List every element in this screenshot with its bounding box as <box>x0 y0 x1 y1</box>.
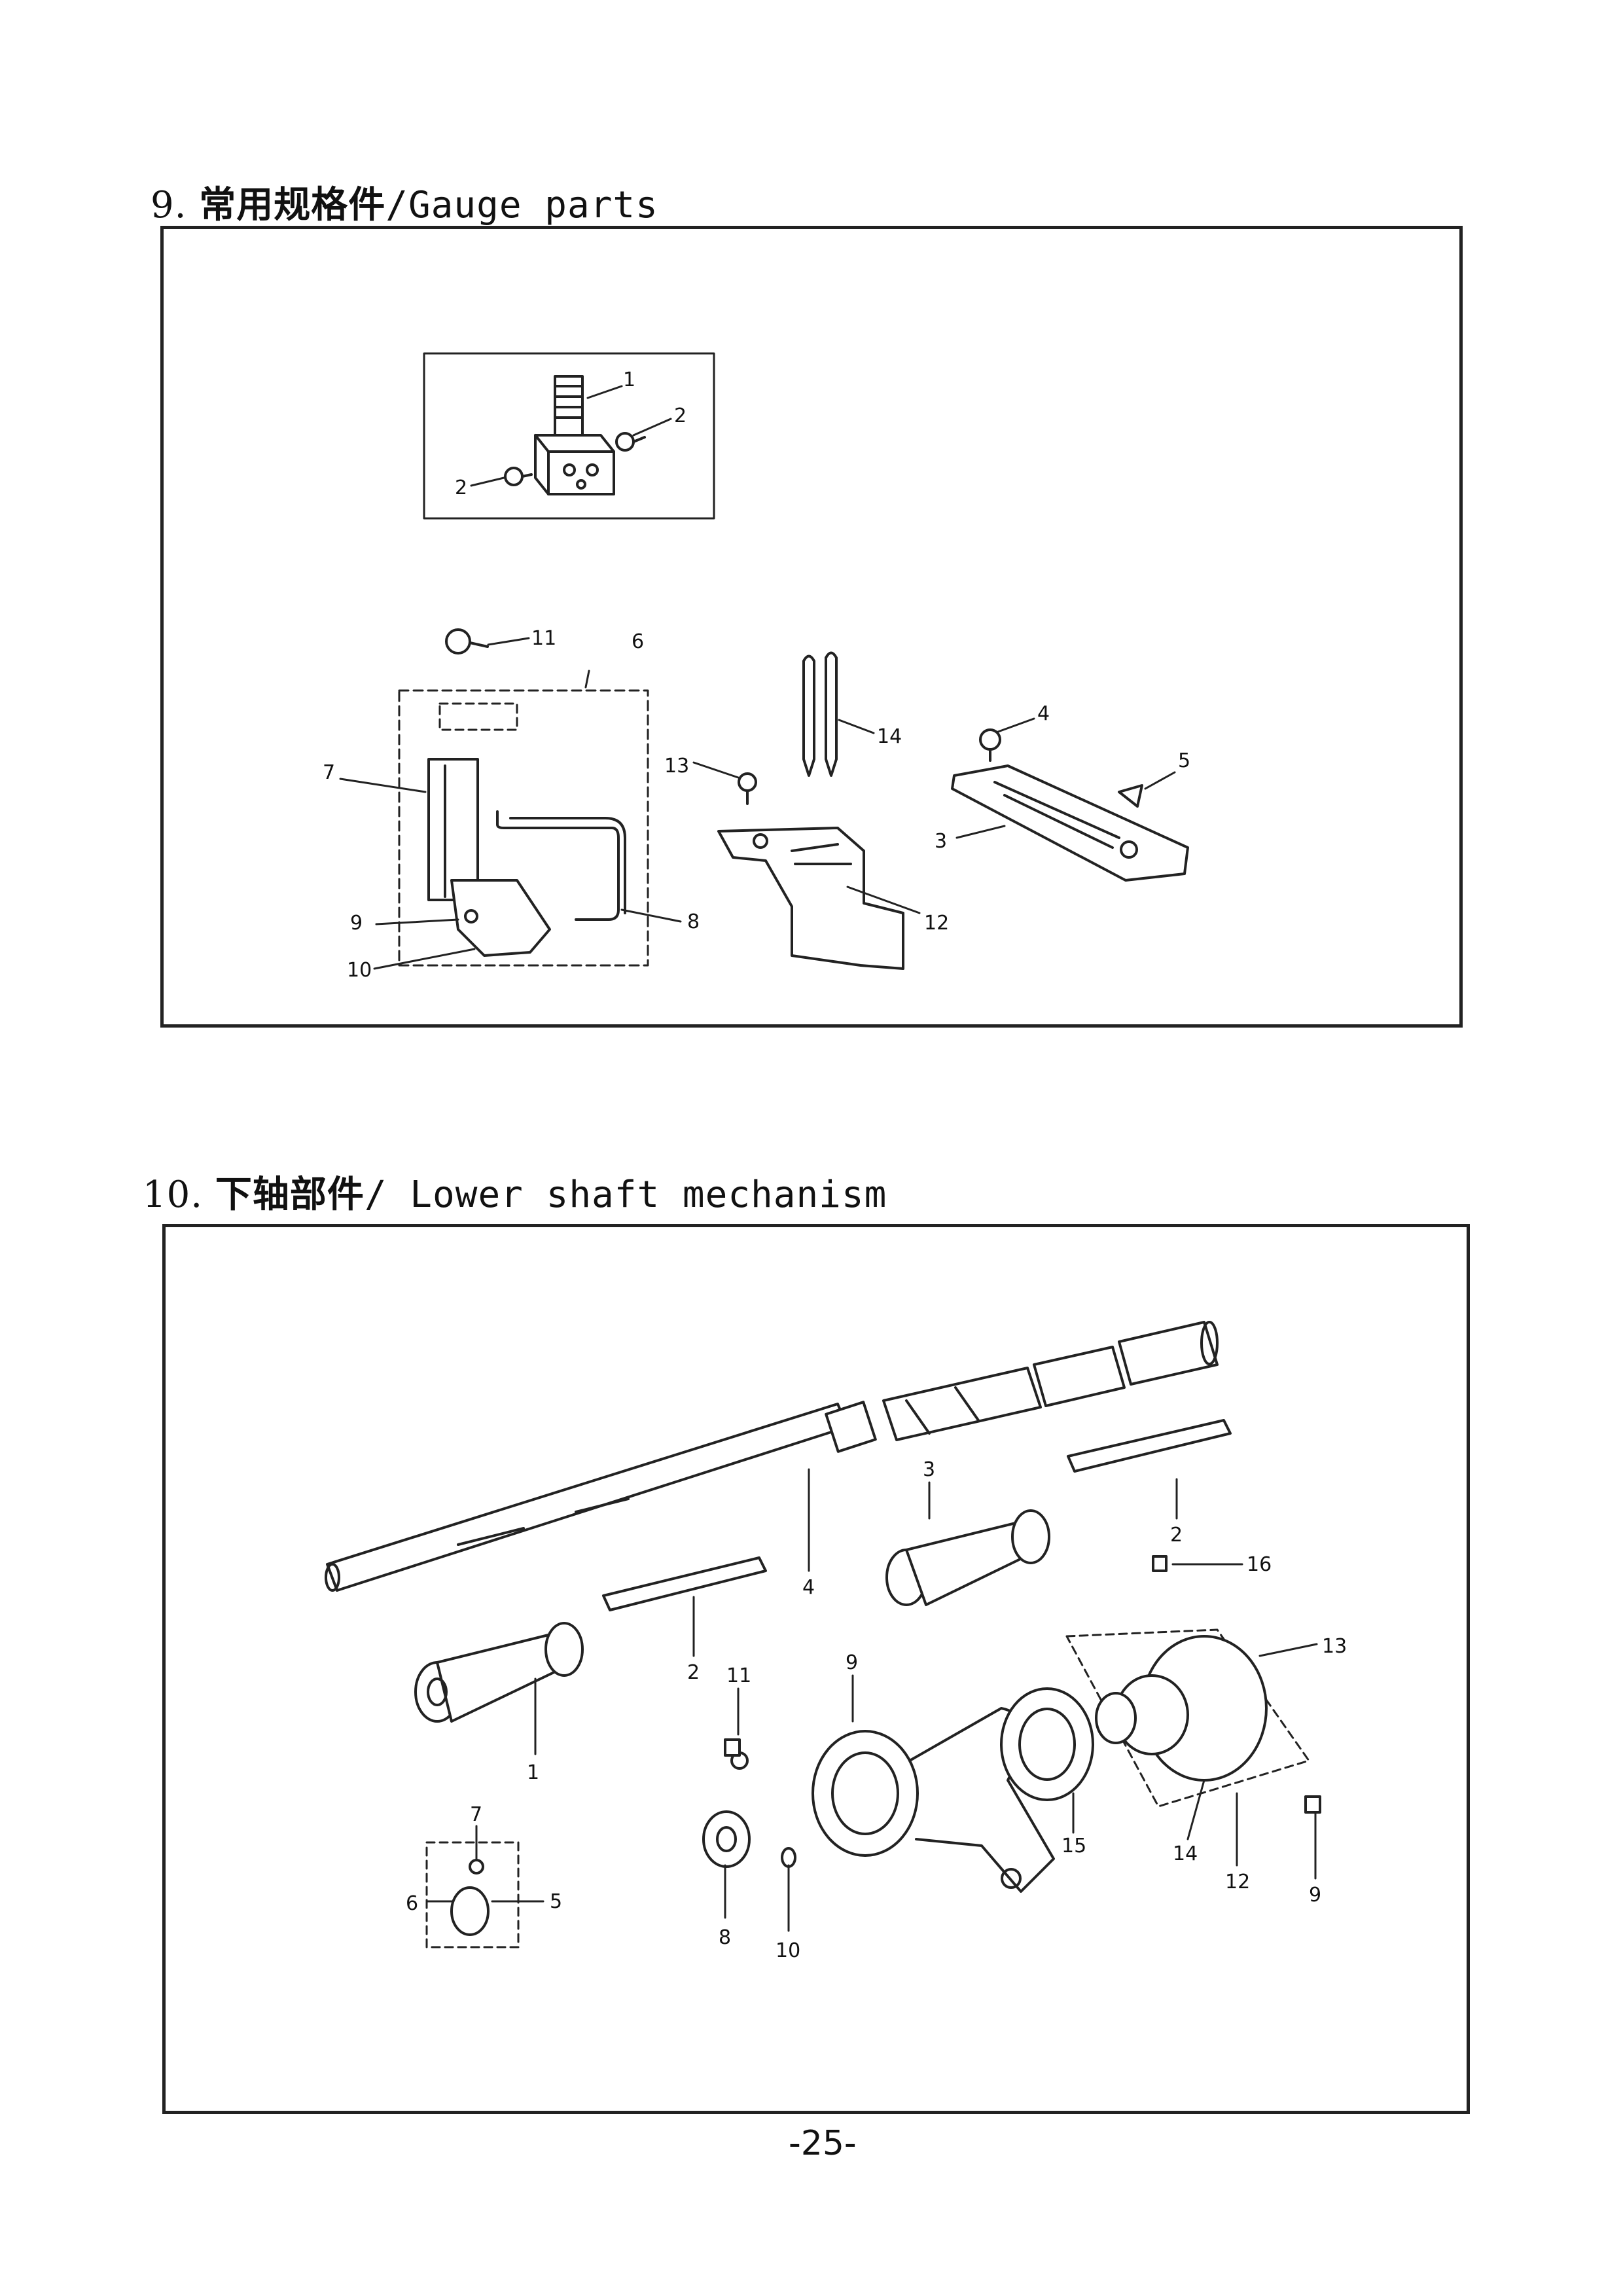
s9-callout-1: 1 <box>623 368 635 391</box>
s9-callout-8: 8 <box>687 910 700 933</box>
lower-shaft-part <box>325 1321 1219 1592</box>
collar-part <box>425 1841 520 1948</box>
section-9-title-cn: 常用规格件 <box>199 184 386 226</box>
s10-callout-2b: 2 <box>1170 1524 1183 1547</box>
s10-callout-15: 15 <box>1061 1835 1086 1857</box>
section-9-title: 9. 常用规格件/Gauge parts <box>151 175 658 228</box>
s10-callout-3: 3 <box>923 1458 935 1481</box>
throat-plate-part <box>951 764 1189 882</box>
s10-callout-5: 5 <box>550 1890 562 1913</box>
s10-callout-13: 13 <box>1322 1635 1347 1658</box>
s10-callout-6: 6 <box>406 1892 418 1915</box>
bearing-part <box>1000 1687 1094 1801</box>
needle-clamp-part <box>534 375 615 495</box>
s9-callout-5: 5 <box>1178 749 1190 772</box>
section-10-title-en: Lower shaft mechanism <box>387 1174 887 1216</box>
s10-callout-10: 10 <box>776 1939 800 1962</box>
s10-callout-4: 4 <box>802 1576 815 1599</box>
presser-foot-part <box>427 758 626 957</box>
bushing-part <box>885 1509 1050 1606</box>
s10-callout-14: 14 <box>1173 1842 1198 1865</box>
screw-icon <box>724 1555 1321 1814</box>
s9-callout-2a: 2 <box>674 404 687 427</box>
collar-part <box>702 1751 796 1868</box>
page-number: -25- <box>789 2124 857 2163</box>
s9-callout-11: 11 <box>531 627 556 650</box>
s9-callout-2b: 2 <box>455 476 467 499</box>
s9-callout-12: 12 <box>924 912 949 935</box>
s9-callout-14: 14 <box>877 725 902 748</box>
s9-callout-3: 3 <box>935 830 947 853</box>
s10-callout-16: 16 <box>1247 1553 1272 1576</box>
s9-callout-13: 13 <box>664 755 689 778</box>
s10-callout-1: 1 <box>527 1761 539 1784</box>
s10-callout-11: 11 <box>726 1664 751 1687</box>
needles-part <box>802 651 838 777</box>
s9-callout-10: 10 <box>347 959 372 982</box>
s10-callout-12: 12 <box>1225 1871 1250 1893</box>
screw-icon <box>979 728 1143 808</box>
s9-callout-6: 6 <box>632 630 644 653</box>
s9-callout-7: 7 <box>323 761 335 784</box>
presser-foot-box <box>398 689 649 967</box>
key-part <box>602 1419 1232 1611</box>
section-10-separator: / <box>364 1174 387 1216</box>
bushing-part <box>414 1622 584 1723</box>
screw-icon <box>504 432 646 486</box>
section-9-number: 9. <box>151 184 187 226</box>
screw-icon <box>738 772 757 805</box>
s9-callout-4: 4 <box>1037 702 1050 725</box>
section-10-number: 10. <box>143 1174 204 1216</box>
s10-callout-9a: 9 <box>846 1651 858 1674</box>
section-10-diagram-frame <box>162 1224 1470 2114</box>
section-9-separator: / <box>385 184 408 226</box>
section-9-title-en: Gauge parts <box>408 184 658 226</box>
s10-callout-7: 7 <box>470 1803 482 1826</box>
s9-callout-9: 9 <box>350 912 363 935</box>
needle-clamp-box <box>423 352 715 520</box>
feed-dog-part <box>717 827 904 970</box>
s10-callout-9b: 9 <box>1309 1884 1321 1907</box>
section-10-title-cn: 下轴部件 <box>215 1174 365 1216</box>
thumb-screw-icon <box>445 628 489 655</box>
section-9-diagram-frame <box>160 226 1463 1028</box>
section-10-title: 10. 下轴部件/ Lower shaft mechanism <box>143 1165 887 1218</box>
s10-callout-2a: 2 <box>687 1661 700 1684</box>
timing-pulley-part <box>1065 1628 1310 1808</box>
s10-callout-8: 8 <box>719 1926 731 1949</box>
